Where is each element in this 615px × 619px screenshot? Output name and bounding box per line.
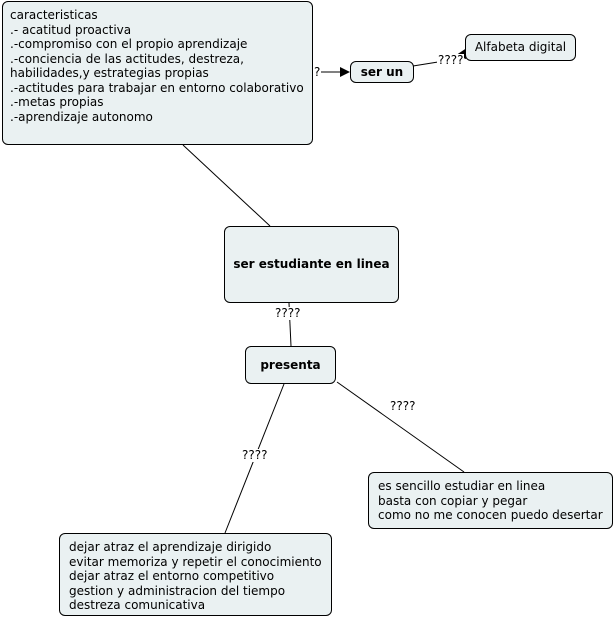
edge-label-estudiante-presenta: ???? [274,306,302,320]
node-line: .-compromiso con el propio aprendizaje [10,37,248,51]
node-line: .- acatitud proactiva [10,22,132,37]
node-line: basta con copiar y pegar [378,493,528,508]
edge-serun-label [412,61,439,67]
node-line: gestion y administracion del tiempo [69,583,286,598]
node-ser-estudiante-en-linea[interactable]: ser estudiante en linea [224,226,399,303]
node-line: dejar atraz el aprendizaje dirigido [69,540,272,554]
node-line: destreza comunicativa [69,598,206,612]
node-line: .-metas propias [10,95,104,109]
node-ser-un-label: ser un [360,64,404,79]
node-line: habilidades,y estrategias propias [10,66,209,80]
node-es-sencillo[interactable]: es sencillo estudiar en linea basta con … [368,472,613,529]
edge-label-presenta-sencillo: ???? [389,399,417,413]
node-presenta-label: presenta [260,357,321,372]
edge-presenta-sencillo [336,381,465,473]
node-ser-un[interactable]: ser un [350,61,414,83]
node-alfabeta-digital[interactable]: Alfabeta digital [465,34,576,61]
node-line: como no me conocen puedo desertar [378,508,603,522]
edge-caracteristicas-estudiante [182,144,271,227]
node-line: dejar atraz el entorno competitivo [69,569,275,583]
edge-label-caracteristicas-serun: ? [313,65,322,79]
edge-label-presenta-dejar: ???? [241,448,269,462]
edge-label-serun-alfabeta: ???? [437,53,465,67]
node-line: .-actitudes para trabajar en entorno col… [10,80,304,95]
node-line: evitar memoriza y repetir el conocimient… [69,554,322,569]
node-caracteristicas[interactable]: caracteristicas .- acatitud proactiva .-… [2,1,313,145]
node-presenta[interactable]: presenta [245,346,336,384]
node-line: es sencillo estudiar en linea [378,479,546,493]
node-line: .-aprendizaje autonomo [10,109,153,124]
node-line: .-conciencia de las actitudes, destreza, [10,51,244,66]
node-line: caracteristicas [10,8,98,22]
node-alfabeta-label: Alfabeta digital [474,40,567,55]
node-estudiante-label: ser estudiante en linea [233,257,390,272]
node-dejar-atraz[interactable]: dejar atraz el aprendizaje dirigido evit… [59,533,332,616]
